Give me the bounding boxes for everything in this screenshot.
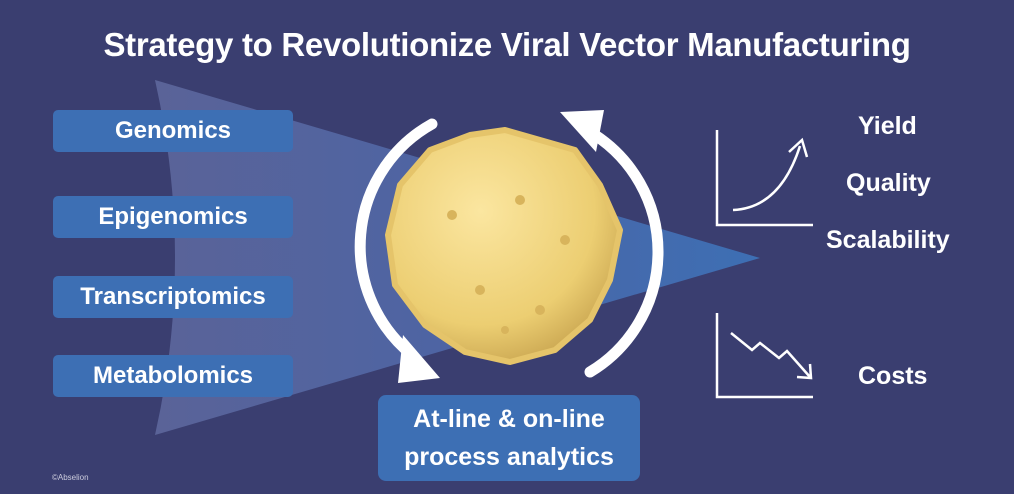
input-genomics: Genomics [53,110,293,152]
output-quality: Quality [846,169,931,197]
copyright: ©Abselion [52,473,89,482]
analytics-line-2: process analytics [404,443,614,471]
cycle-arrows [354,118,664,378]
analytics-line-1: At-line & on-line [413,405,605,433]
process-analytics-box: At-line & on-line process analytics [378,395,640,481]
arrowhead-bottom [398,335,440,383]
input-epigenomics: Epigenomics [53,196,293,238]
output-scalability: Scalability [826,226,950,254]
arrowhead-top [560,110,604,152]
output-costs: Costs [858,362,928,390]
output-yield: Yield [858,112,917,140]
input-transcriptomics: Transcriptomics [53,276,293,318]
growth-chart-icon [715,130,813,227]
page-title: Strategy to Revolutionize Viral Vector M… [103,26,911,63]
input-metabolomics: Metabolomics [53,355,293,397]
virus-particle [385,127,623,365]
decline-chart-icon [715,313,813,399]
